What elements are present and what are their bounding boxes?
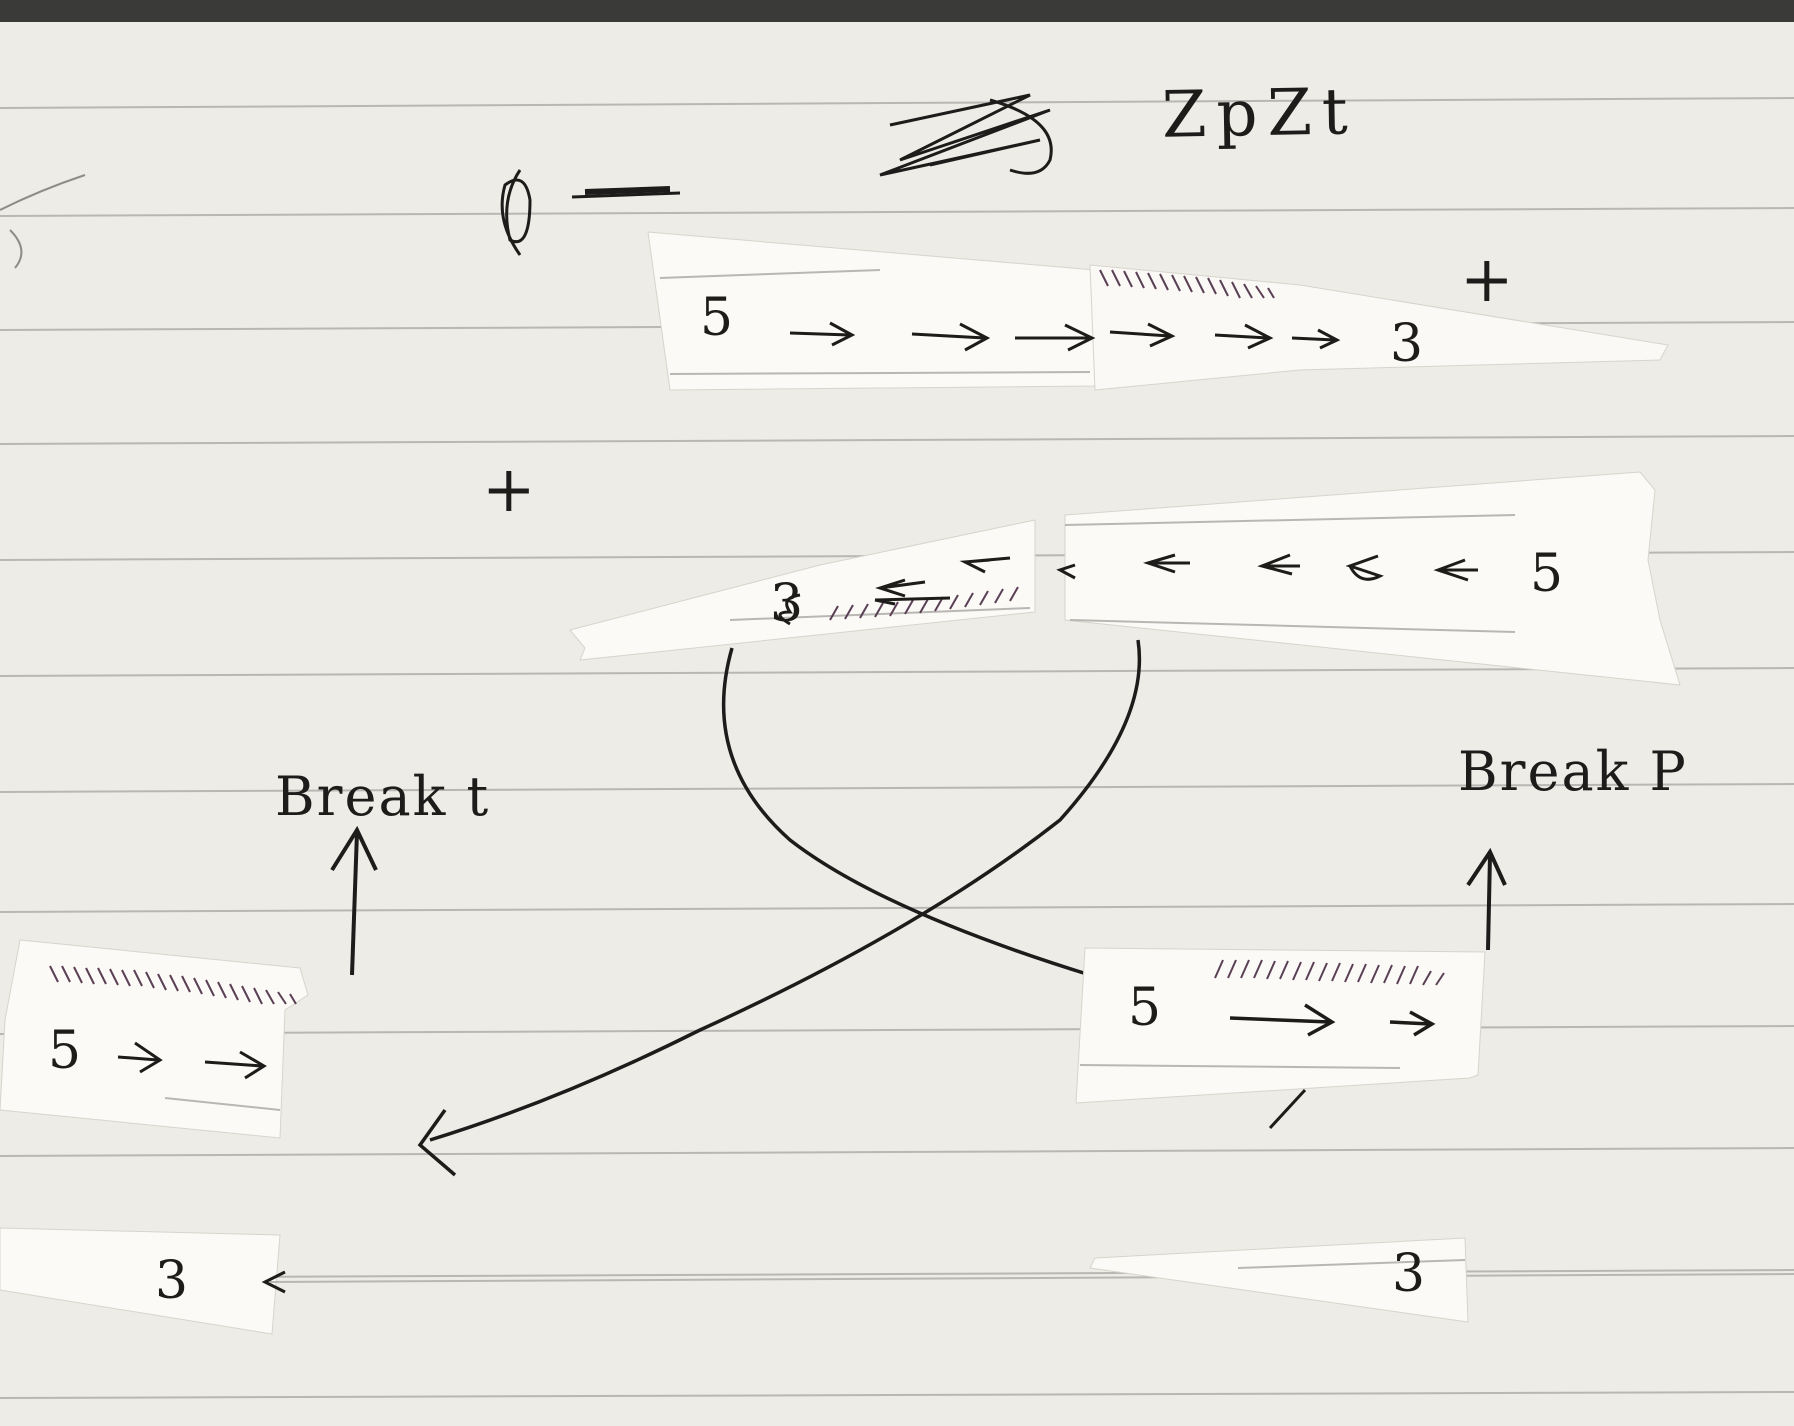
arrow-left xyxy=(1056,553,1478,582)
second-strip-end: 3 xyxy=(770,574,804,634)
break-label-right: Break P xyxy=(1458,740,1688,803)
plus-sign-second-left: + xyxy=(482,453,536,527)
up-arrow-left xyxy=(330,825,378,976)
curve-from-left-piece xyxy=(721,647,1091,977)
hatching-top xyxy=(1099,269,1275,299)
up-arrow-right xyxy=(1466,847,1507,951)
arrow-left xyxy=(261,1270,286,1294)
second-strip-start: 5 xyxy=(1530,544,1564,604)
crossing-curves xyxy=(417,639,1142,1177)
paper-strip-second-left xyxy=(569,519,1036,661)
scribbled-out-word xyxy=(879,93,1053,177)
paper-strip-end-right xyxy=(1089,1237,1469,1323)
page-title: ZpZt xyxy=(1161,75,1359,153)
pencil-mark xyxy=(0,174,86,211)
arrow-left xyxy=(778,556,1011,626)
paper-strip-top xyxy=(647,231,1669,391)
paper-strip-bottom-right xyxy=(1075,947,1486,1130)
curve-from-right-piece xyxy=(429,639,1142,1142)
arrow-right xyxy=(117,1041,267,1080)
paper-strip-second-right xyxy=(1056,471,1681,686)
arrowhead-curve xyxy=(417,1108,457,1177)
arrow-right xyxy=(1229,1003,1436,1037)
bottom-left-strip-start: 5 xyxy=(48,1021,82,1081)
end-right-value: 3 xyxy=(1392,1244,1426,1304)
top-strip-start: 5 xyxy=(700,288,734,348)
desk-edge xyxy=(0,0,1794,22)
pen-stroke xyxy=(1268,1088,1307,1130)
end-left-value: 3 xyxy=(155,1251,189,1311)
pencil-mark xyxy=(9,229,23,269)
plus-sign-top-right: + xyxy=(1460,243,1514,317)
paper-strip-bottom-left xyxy=(0,939,309,1139)
top-strip-end: 3 xyxy=(1390,314,1424,374)
scribbled-out-symbol xyxy=(500,169,681,256)
paper-strip-end-left xyxy=(0,1227,1794,1335)
break-label-left: Break t xyxy=(275,765,491,828)
bottom-right-strip-start: 5 xyxy=(1128,978,1162,1038)
arrow-right xyxy=(789,321,1341,352)
